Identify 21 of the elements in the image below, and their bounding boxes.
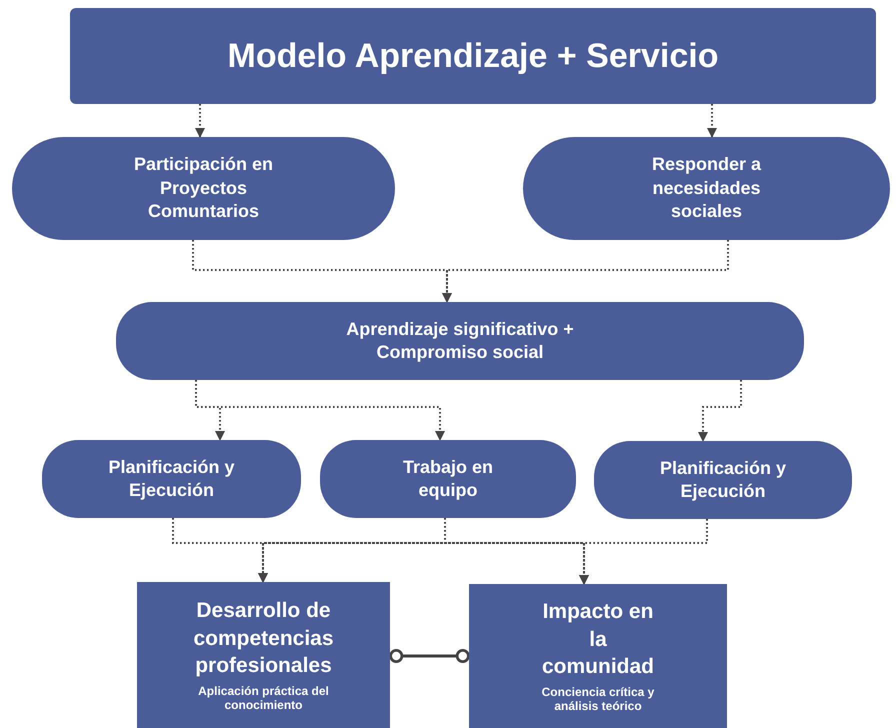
arrow <box>698 380 742 442</box>
node-heading: Planificación y Ejecución <box>658 456 788 503</box>
node-heading: Participación en Proyectos Comuntarios <box>132 153 274 224</box>
arrow <box>707 104 717 138</box>
process-box <box>469 584 727 728</box>
node-heading: Responder a necesidades sociales <box>650 153 762 224</box>
node-subtext: Conciencia crítica y análisis teórico <box>540 686 656 714</box>
node-heading: Trabajo en equipo <box>402 456 494 502</box>
arrow <box>195 380 445 441</box>
node-heading: Impacto en la comunidad <box>540 599 655 680</box>
node-subtext: Aplicación práctica del conocimiento <box>197 685 330 713</box>
node-heading: Modelo Aprendizaje + Servicio <box>228 36 718 77</box>
arrow <box>195 104 205 138</box>
node-heading: Aprendizaje significativo + Compromiso social <box>345 318 575 364</box>
node-heading: Desarrollo de competencias profesionales <box>192 598 335 679</box>
process-box <box>137 582 390 728</box>
connector-line <box>389 649 470 663</box>
node-heading: Planificación y Ejecución <box>107 456 236 502</box>
arrow <box>579 519 708 585</box>
arrow <box>442 240 729 303</box>
title-box <box>70 8 876 104</box>
